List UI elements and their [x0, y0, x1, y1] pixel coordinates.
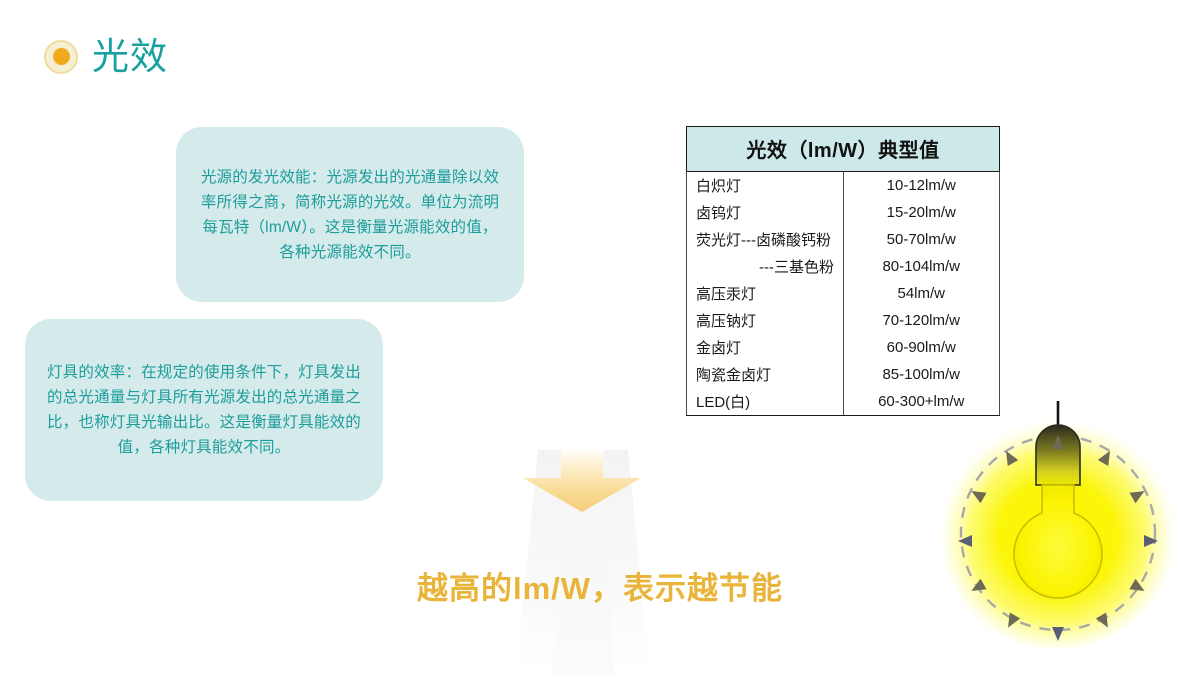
- table-cell-value: 85-100lm/w: [842, 361, 1000, 388]
- table-cell-lamp: 白炽灯: [686, 171, 844, 199]
- table-cell-value: 54lm/w: [842, 280, 1000, 307]
- table-row: 金卤灯 60-90lm/w: [686, 334, 1000, 361]
- table-header-row: 光效（lm/W）典型值: [686, 126, 1000, 172]
- table-cell-lamp: 高压钠灯: [686, 307, 844, 334]
- table-cell-value: 15-20lm/w: [842, 199, 1000, 226]
- page-title-label: 光效: [92, 36, 168, 77]
- table-row: 陶瓷金卤灯 85-100lm/w: [686, 361, 1000, 388]
- table-row: 高压汞灯 54lm/w: [686, 280, 1000, 307]
- page-title: 光效: [44, 38, 168, 75]
- tagline: 越高的lm/W，表示越节能: [416, 571, 784, 606]
- table-cell-value: 60-90lm/w: [842, 334, 1000, 361]
- callout-fixture-efficiency-text: 灯具的效率：在规定的使用条件下，灯具发出的总光通量与灯具所有光源发出的总光通量之…: [46, 364, 361, 456]
- table-cell-value: 10-12lm/w: [842, 171, 1000, 199]
- down-arrow-icon: [523, 448, 641, 512]
- table-cell-lamp: LED(白): [686, 388, 844, 416]
- table-cell-lamp: 金卤灯: [686, 334, 844, 361]
- table-row: ---三基色粉 80-104lm/w: [686, 253, 1000, 280]
- table-row: 高压钠灯 70-120lm/w: [686, 307, 1000, 334]
- table-cell-value: 80-104lm/w: [842, 253, 1000, 280]
- table-cell-value: 70-120lm/w: [842, 307, 1000, 334]
- bulb-dashed-boundary: [959, 434, 1157, 632]
- table-cell-lamp: ---三基色粉: [686, 253, 844, 280]
- table-body: 白炽灯 10-12lm/w 卤钨灯 15-20lm/w 荧光灯---卤磷酸钙粉 …: [686, 171, 1000, 416]
- table-row: LED(白) 60-300+lm/w: [686, 388, 1000, 416]
- bulb-glass: [1013, 484, 1103, 599]
- table-header-title: 光效（lm/W）典型值: [686, 126, 1000, 172]
- light-bulb-icon: [940, 401, 1176, 649]
- callout-source-efficacy-text: 光源的发光效能：光源发出的光通量除以效率所得之商，简称光源的光效。单位为流明每瓦…: [200, 168, 500, 261]
- table-cell-value: 60-300+lm/w: [842, 388, 1000, 416]
- table-cell-lamp: 卤钨灯: [686, 199, 844, 226]
- bulb-rays: [958, 435, 1158, 641]
- table-row: 荧光灯---卤磷酸钙粉 50-70lm/w: [686, 226, 1000, 253]
- efficacy-table: 光效（lm/W）典型值 白炽灯 10-12lm/w 卤钨灯 15-20lm/w …: [686, 126, 1000, 416]
- table-cell-lamp: 陶瓷金卤灯: [686, 361, 844, 388]
- table-cell-lamp: 高压汞灯: [686, 280, 844, 307]
- table-cell-lamp: 荧光灯---卤磷酸钙粉: [686, 226, 844, 253]
- callout-fixture-efficiency: 灯具的效率：在规定的使用条件下，灯具发出的总光通量与灯具所有光源发出的总光通量之…: [25, 319, 383, 501]
- filled-circle-bullet-icon: [44, 39, 78, 74]
- table-cell-value: 50-70lm/w: [842, 226, 1000, 253]
- table-row: 卤钨灯 15-20lm/w: [686, 199, 1000, 226]
- callout-source-efficacy: 光源的发光效能：光源发出的光通量除以效率所得之商，简称光源的光效。单位为流明每瓦…: [176, 127, 524, 302]
- table-row: 白炽灯 10-12lm/w: [686, 171, 1000, 199]
